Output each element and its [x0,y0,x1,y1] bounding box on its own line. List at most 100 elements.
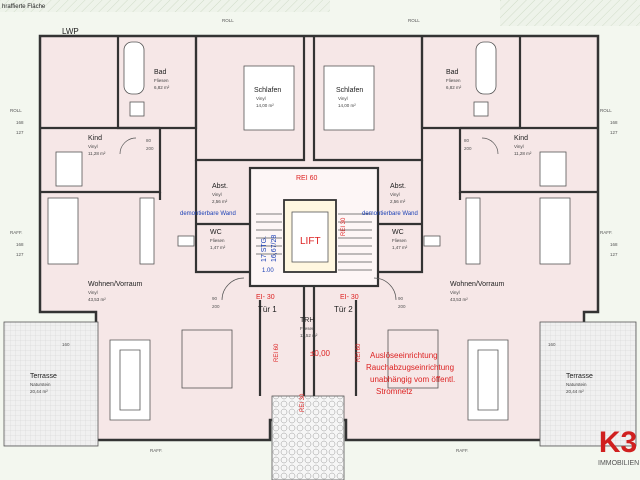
roll-label-top-right: ROLL [408,18,420,23]
room-bad-right-floor: Fliesen [446,78,461,83]
room-terrasse-right-area: 20,44 m² [566,389,584,394]
dim-label: 200 [212,304,220,309]
room-wohnen-left-area: 43,53 m² [88,297,106,302]
logo-company: IMMOBILIEN [598,460,640,467]
terrace-right [539,321,637,447]
furniture [47,65,571,421]
dim-label: 90 [212,296,218,301]
interior-walls [40,36,598,396]
level-label: ±0,00 [310,349,331,358]
room-bad-left: Bad [154,69,167,76]
stair-dims-label: 16,67/28 [271,235,278,262]
room-terrasse-left: Terrasse [30,373,57,380]
room-bad-left-floor: Fliesen [154,78,169,83]
room-kind-left-floor: Vinyl [88,144,98,149]
room-wohnen-left: Wohnen/Vorraum [88,281,143,288]
room-wohnen-right: Wohnen/Vorraum [450,281,505,288]
room-wc-left-area: 1,47 m² [210,245,226,250]
entrance-path [271,395,345,480]
east-hatched-area [500,0,640,26]
room-wc-right-area: 1,47 m² [392,245,408,250]
room-wohnen-right-floor: Vinyl [450,290,460,295]
note-smoke: Rauchabzugseinrichtung [366,363,454,372]
room-abst-right-floor: Vinyl [390,192,400,197]
room-schlafen-left-floor: Vinyl [256,96,266,101]
lift-cabin [291,211,329,263]
rei60-right-label: REI 60 [356,343,362,362]
roll-label-top-left: ROLL [222,18,234,23]
dim-label: 127 [16,130,24,135]
dim-label: 160 [548,342,556,347]
rei30-bottom-label: REI 30 [300,393,306,412]
room-schlafen-left-area: 14,00 m² [256,103,274,108]
dim-label: 200 [146,146,154,151]
roll-label-right: ROLL [600,108,612,113]
room-abst-left: Abst. [212,183,228,190]
logo-mark: K3 [598,426,638,459]
raff-label-left: RAFF. [10,230,23,235]
hatched-area [0,0,330,12]
room-bad-left-area: 6,82 m² [154,85,170,90]
dim-label: 90 [398,296,404,301]
raff-label-right: RAFF. [600,230,613,235]
room-schlafen-right: Schlafen [336,87,363,94]
dim-label: 80 [146,138,152,143]
room-wc-left: WC [210,229,222,236]
room-trh: TRH [300,317,314,324]
hatched-area-label: hraffierte Fläche [2,4,46,10]
dim-label: 127 [610,252,618,257]
room-wohnen-right-area: 43,53 m² [450,297,468,302]
room-bad-right-area: 6,82 m² [446,85,462,90]
dim-label: 168 [16,242,24,247]
room-terrasse-right: Terrasse [566,373,593,380]
dim-label: 168 [610,242,618,247]
removable-wall-left: demontierbare Wand [180,211,236,217]
note-grid: Stromnetz [376,387,412,396]
room-terrasse-left-area: 20,44 m² [30,389,48,394]
fixtures [123,41,497,247]
room-abst-left-floor: Vinyl [212,192,222,197]
room-abst-left-area: 2,56 m² [212,199,228,204]
room-bad-right: Bad [446,69,459,76]
dim-label: 200 [398,304,406,309]
door2-label: Tür 2 [334,305,353,314]
rei30-right-label: REI 30 [341,217,347,236]
room-wohnen-left-floor: Vinyl [88,290,98,295]
room-abst-right: Abst. [390,183,406,190]
room-kind-right-floor: Vinyl [514,144,524,149]
dim-label: 127 [16,252,24,257]
room-wc-right: WC [392,229,404,236]
room-trh-area: 11,52 m² [300,333,318,338]
room-wc-left-floor: Fliesen [210,238,225,243]
dim-label: 127 [610,130,618,135]
dim-label: 168 [610,120,618,125]
note-independent: unabhängig vom öffentl. [370,375,455,384]
terrace-left [3,321,99,447]
room-terrasse-left-floor: Naturstein [30,382,51,387]
dim-label: 200 [464,146,472,151]
room-trh-floor: Fliesen [300,326,315,331]
door-swings [119,137,499,301]
stairs-label: 17 STG. [261,236,268,262]
room-kind-right-area: 11,28 m² [514,151,532,156]
room-wc-right-floor: Fliesen [392,238,407,243]
dim-label: 160 [62,342,70,347]
room-schlafen-right-floor: Vinyl [338,96,348,101]
room-schlafen-left: Schlafen [254,87,281,94]
raff-label-bottom-right: RAFF. [456,448,469,453]
room-kind-left-area: 11,28 m² [88,151,106,156]
stair-treads [256,213,372,271]
raff-label-bottom-left: RAFF. [150,448,163,453]
rei60-top-label: REI 60 [296,175,318,182]
room-kind-left: Kind [88,135,102,142]
room-kind-right: Kind [514,135,528,142]
room-abst-right-area: 2,56 m² [390,199,406,204]
rei60-left-label: REI 60 [274,343,280,362]
dim-label: 168 [16,120,24,125]
removable-wall-right: demontierbare Wand [362,211,418,217]
ei30-left-label: EI- 30 [256,294,275,301]
door1-label: Tür 1 [258,305,277,314]
level-small-label: 1.00 [262,268,274,274]
ei30-right-label: EI- 30 [340,294,359,301]
